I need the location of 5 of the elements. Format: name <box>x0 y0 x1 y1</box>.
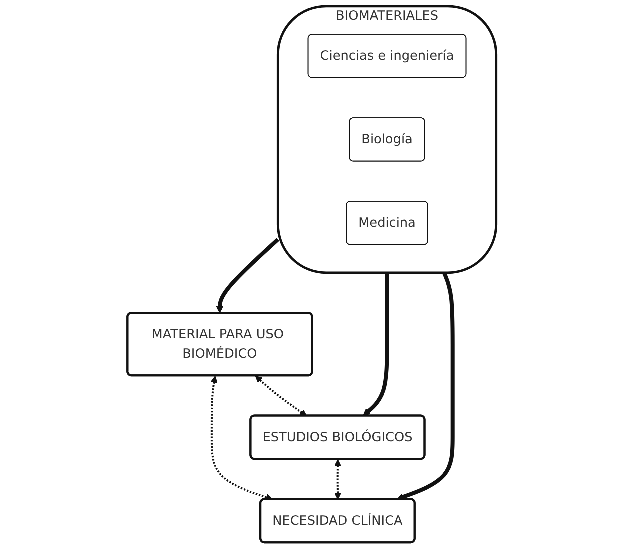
arrow <box>210 376 274 501</box>
arrow <box>334 460 342 500</box>
arrow <box>363 272 390 416</box>
arrow <box>255 376 308 416</box>
arrow <box>397 272 455 500</box>
